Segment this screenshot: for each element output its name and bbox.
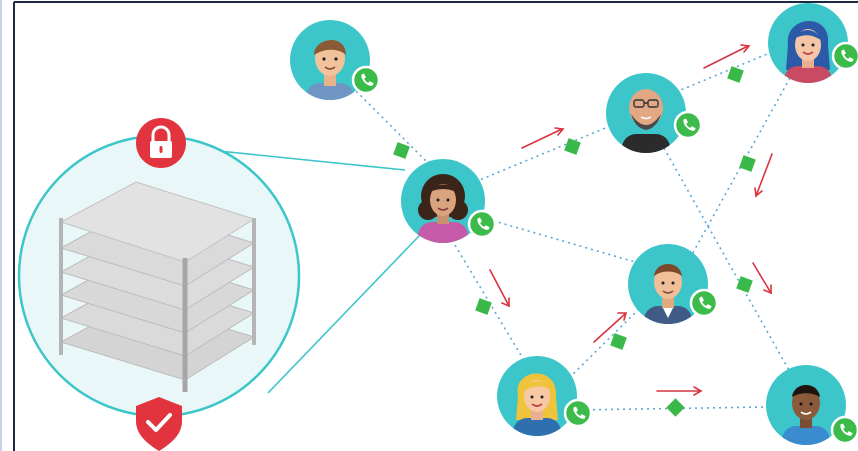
packet [666,398,685,417]
user-node-woman-blue [768,3,858,83]
arrow-down-right [752,262,772,295]
link-curly-bald [469,123,616,185]
user-node-bald-man [606,73,703,153]
link-mantop-curly [351,86,431,166]
link-blonde-dark [574,406,767,411]
whatsapp-phone-icon [467,209,497,239]
storage-rack-icon [59,181,256,392]
arrow-right-to-dark [656,386,703,396]
storage-magnifier [17,134,301,418]
packet [736,276,753,293]
link-bald-dark [663,147,791,373]
packet [475,298,492,315]
packet [739,155,756,172]
arrow-down-from-curly [489,269,510,308]
arrow-to-bald [521,127,565,149]
whatsapp-phone-icon [689,288,719,318]
link-blue-middle [689,77,791,259]
whatsapp-phone-icon [831,41,858,71]
user-node-man-top [290,20,381,100]
shield-check-icon [136,397,182,451]
user-node-man-dark [766,365,858,445]
packet [564,138,581,155]
connection-lines [351,51,791,411]
lock-icon [136,118,186,168]
arrow-down-left [754,153,773,198]
arrow-up-to-middle [593,312,628,343]
whatsapp-phone-icon [673,110,703,140]
whatsapp-phone-icon [830,415,858,445]
user-node-woman-blonde [497,356,593,436]
arrow-to-blue [703,44,751,69]
magnifier-line-bottom [267,234,421,394]
whatsapp-phone-icon [563,398,593,428]
packet [393,142,410,159]
user-node-man-middle [628,244,719,324]
packet [727,66,744,83]
direction-arrows [489,44,773,396]
link-curly-blonde [451,239,526,363]
data-packets [393,66,756,417]
link-blonde-middle [564,307,641,383]
packet [610,333,627,350]
user-node-woman-curly [401,159,497,243]
whatsapp-phone-icon [351,65,381,95]
